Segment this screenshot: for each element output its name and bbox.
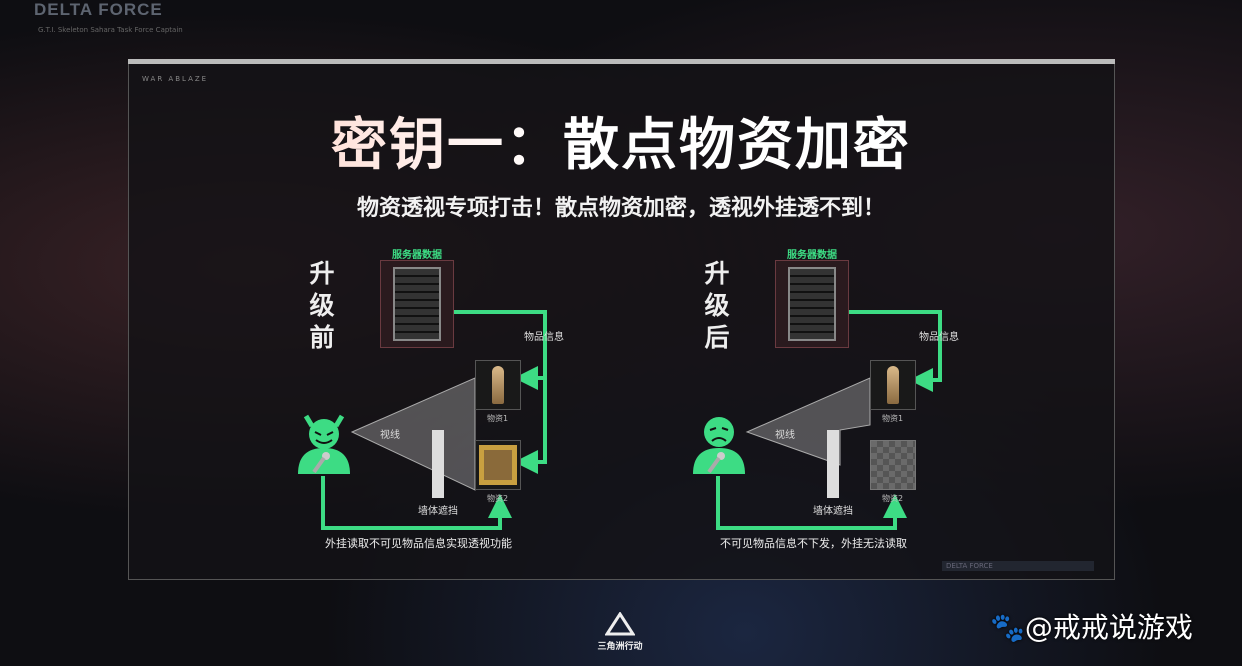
delta-logo-icon [604, 611, 636, 636]
item1-label: 物资1 [882, 414, 904, 423]
server-icon [775, 260, 849, 348]
slide-tag: WAR ABLAZE [142, 75, 209, 83]
panel-after-lines [716, 310, 942, 530]
logo-text: 三角洲行动 [597, 642, 643, 652]
caption-after: 不可见物品信息不下发，外挂无法读取 [720, 537, 907, 550]
sight-cone [745, 377, 871, 466]
panel-before-lines [321, 310, 547, 530]
server-info-arrow [454, 310, 547, 390]
cheat-read-arrow [321, 476, 512, 530]
wall-label: 墙体遮挡 [813, 506, 853, 517]
info-label: 物品信息 [524, 332, 564, 343]
item1-statue-icon [870, 360, 916, 410]
sight-cone [350, 377, 476, 491]
item2-encrypted-icon [870, 440, 916, 490]
server-info-arrow-2 [514, 378, 547, 474]
devil-cheater-icon [298, 414, 350, 474]
slide-title: 密钥一：散点物资加密 [0, 100, 1242, 181]
stage-label-before: 升级前 [309, 259, 335, 352]
slide-top-bar [128, 59, 1115, 64]
item1-label: 物资1 [487, 414, 509, 423]
wall [827, 430, 839, 498]
baidu-paw-icon: 🐾 [990, 611, 1025, 644]
caption-before: 外挂读取不可见物品信息实现透视功能 [325, 537, 512, 550]
wall [432, 430, 444, 498]
server-icon [380, 260, 454, 348]
item1-statue-icon [475, 360, 521, 410]
server-info-arrow [849, 310, 942, 392]
cheat-read-arrow [716, 476, 907, 530]
wall-label: 墙体遮挡 [418, 506, 458, 517]
watermark-text: @戒戒说游戏 [1024, 611, 1193, 644]
item2-painting-icon [475, 440, 521, 490]
sad-cheater-icon [693, 417, 745, 474]
item2-label: 物资2 [487, 494, 509, 503]
watermark: 🐾@戒戒说游戏 [990, 606, 1193, 646]
server-label: 服务器数据 [787, 250, 837, 261]
sight-label: 视线 [380, 430, 400, 441]
stage-label-after: 升级后 [704, 259, 730, 352]
brand-subtitle: G.T.I. Skeleton Sahara Task Force Captai… [38, 26, 183, 34]
sight-label: 视线 [775, 430, 795, 441]
game-logo: 三角洲行动 [592, 611, 648, 652]
slide-subtitle: 物资透视专项打击！散点物资加密，透视外挂透不到！ [356, 196, 885, 221]
info-label: 物品信息 [919, 332, 959, 343]
item2-label: 物资2 [882, 494, 904, 503]
server-label: 服务器数据 [392, 250, 442, 261]
slide-footer-tag: DELTA FORCE [942, 561, 1094, 571]
brand-title: DELTA FORCE [34, 0, 163, 19]
